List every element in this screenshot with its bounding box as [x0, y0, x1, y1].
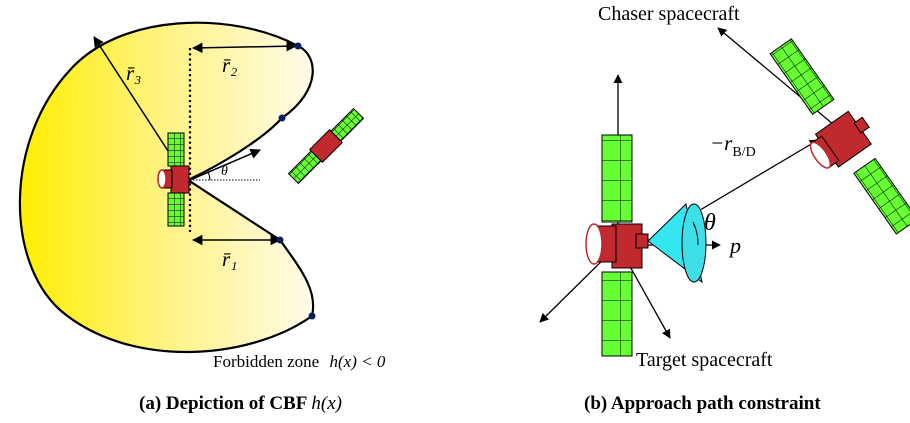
boundary-point: [278, 114, 286, 122]
boundary-point: [294, 42, 302, 50]
r3-label: r̄₃: [126, 61, 141, 85]
r2-arrow: [191, 40, 298, 54]
theta-arc-a: [207, 171, 211, 181]
boundary-point: [276, 236, 284, 244]
target-solar-panel-bottom: [601, 271, 633, 357]
target-spacecraft-a: [157, 132, 190, 227]
forbidden-zone-text: Forbidden zone h(x) < 0: [213, 352, 386, 371]
chaser-spacecraft: [769, 38, 910, 235]
theta-arc-b: [692, 221, 699, 246]
chaser-axis: [717, 27, 841, 131]
panel-a: r̄₃ r̄₂ r̄₁ θ Forbidden zone h(x) < 0: [18, 21, 386, 371]
caption-a: (a) Depiction of CBF h(x): [139, 393, 342, 414]
chaser-label: Chaser spacecraft: [598, 3, 740, 25]
p-label: p: [728, 233, 741, 258]
chaser-spacecraft-a: [287, 107, 365, 185]
theta-label-b: θ: [704, 210, 716, 236]
r2-label: r̄₂: [222, 53, 237, 77]
theta-label-a: θ: [221, 164, 228, 179]
target-solar-panel-top: [601, 134, 633, 223]
r-vector-label: −rB/D: [710, 131, 756, 160]
approach-cone: [647, 203, 707, 284]
boundary-point: [308, 312, 316, 320]
r1-label: r̄₁: [222, 247, 237, 271]
direction-arrow: [189, 148, 261, 181]
target-spacecraft-body: [585, 223, 649, 269]
target-label: Target spacecraft: [636, 349, 773, 371]
caption-b: (b) Approach path constraint: [584, 393, 821, 414]
panel-b: Chaser spacecraft Target spacecraft −rB/…: [539, 3, 910, 371]
